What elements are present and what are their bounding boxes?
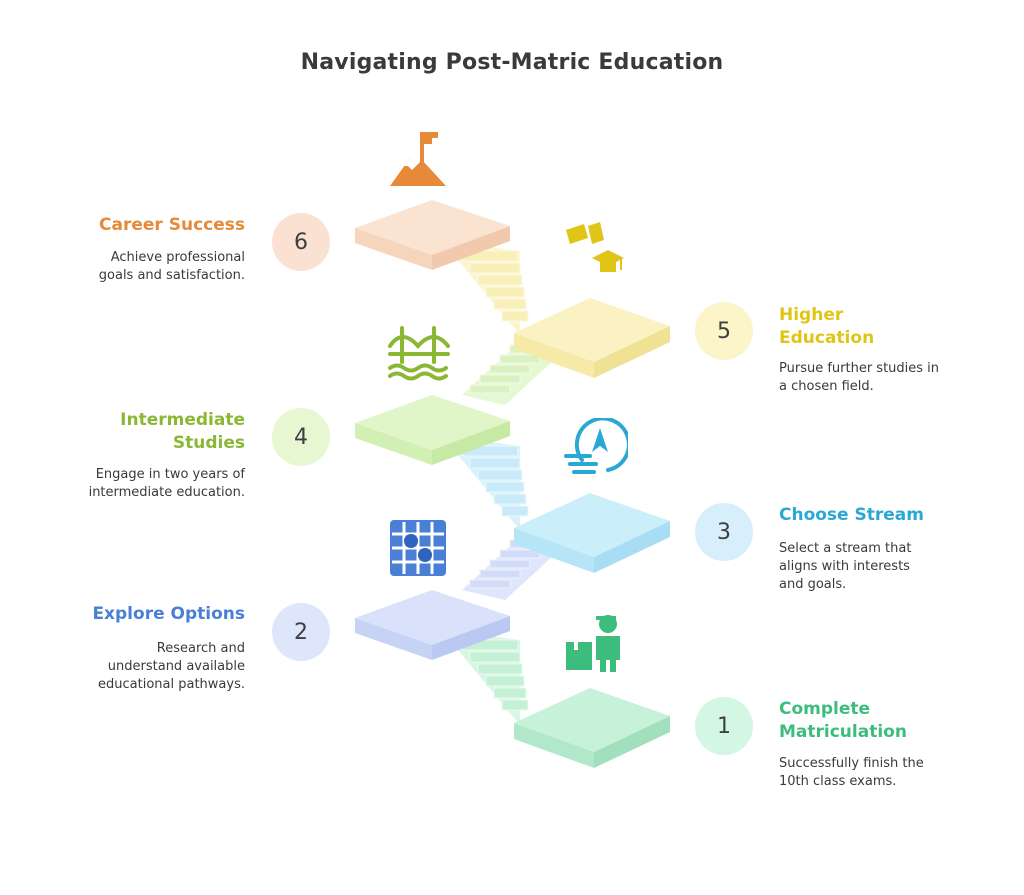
step-4-title: Intermediate Studies bbox=[120, 410, 245, 453]
mountain-flag-icon bbox=[390, 132, 446, 186]
step-2-description: Research and understand available educat… bbox=[98, 641, 245, 692]
step-5-number: 5 bbox=[695, 302, 753, 360]
platform-1 bbox=[514, 688, 670, 768]
step-2-title: Explore Options bbox=[92, 604, 245, 624]
step-5-description: Pursue further studies in a chosen field… bbox=[779, 361, 940, 394]
worker-with-boxes-icon bbox=[566, 615, 620, 672]
stair-flight-3-4 bbox=[458, 438, 529, 530]
step-3-number: 3 bbox=[695, 503, 753, 561]
stair-flight-5-6 bbox=[458, 243, 529, 335]
page-title: Navigating Post-Matric Education bbox=[300, 50, 724, 75]
platform-4 bbox=[355, 395, 510, 465]
compass-wind-icon bbox=[564, 418, 628, 474]
platform-5 bbox=[514, 298, 670, 378]
step-2-number: 2 bbox=[272, 603, 330, 661]
step-6-title: Career Success bbox=[99, 215, 245, 235]
flowchart-grid-icon bbox=[390, 520, 446, 576]
platform-2 bbox=[355, 590, 510, 660]
platform-3 bbox=[514, 493, 670, 573]
step-1-number: 1 bbox=[695, 697, 753, 755]
step-5-title: Higher Education bbox=[779, 305, 875, 348]
step-6-description: Achieve professional goals and satisfact… bbox=[98, 250, 245, 283]
step-4-number: 4 bbox=[272, 408, 330, 466]
graduation-cap-diploma-icon bbox=[566, 222, 624, 272]
platform-6 bbox=[355, 200, 510, 270]
step-4-description: Engage in two years of intermediate educ… bbox=[88, 467, 245, 500]
step-3-description: Select a stream that aligns with interes… bbox=[779, 541, 912, 592]
step-6-number: 6 bbox=[272, 213, 330, 271]
step-1-title: Complete Matriculation bbox=[779, 699, 907, 742]
step-3-title: Choose Stream bbox=[779, 505, 924, 525]
bridge-icon bbox=[388, 326, 450, 381]
stair-flight-1-2 bbox=[458, 632, 529, 725]
step-1-description: Successfully finish the 10th class exams… bbox=[779, 756, 924, 789]
